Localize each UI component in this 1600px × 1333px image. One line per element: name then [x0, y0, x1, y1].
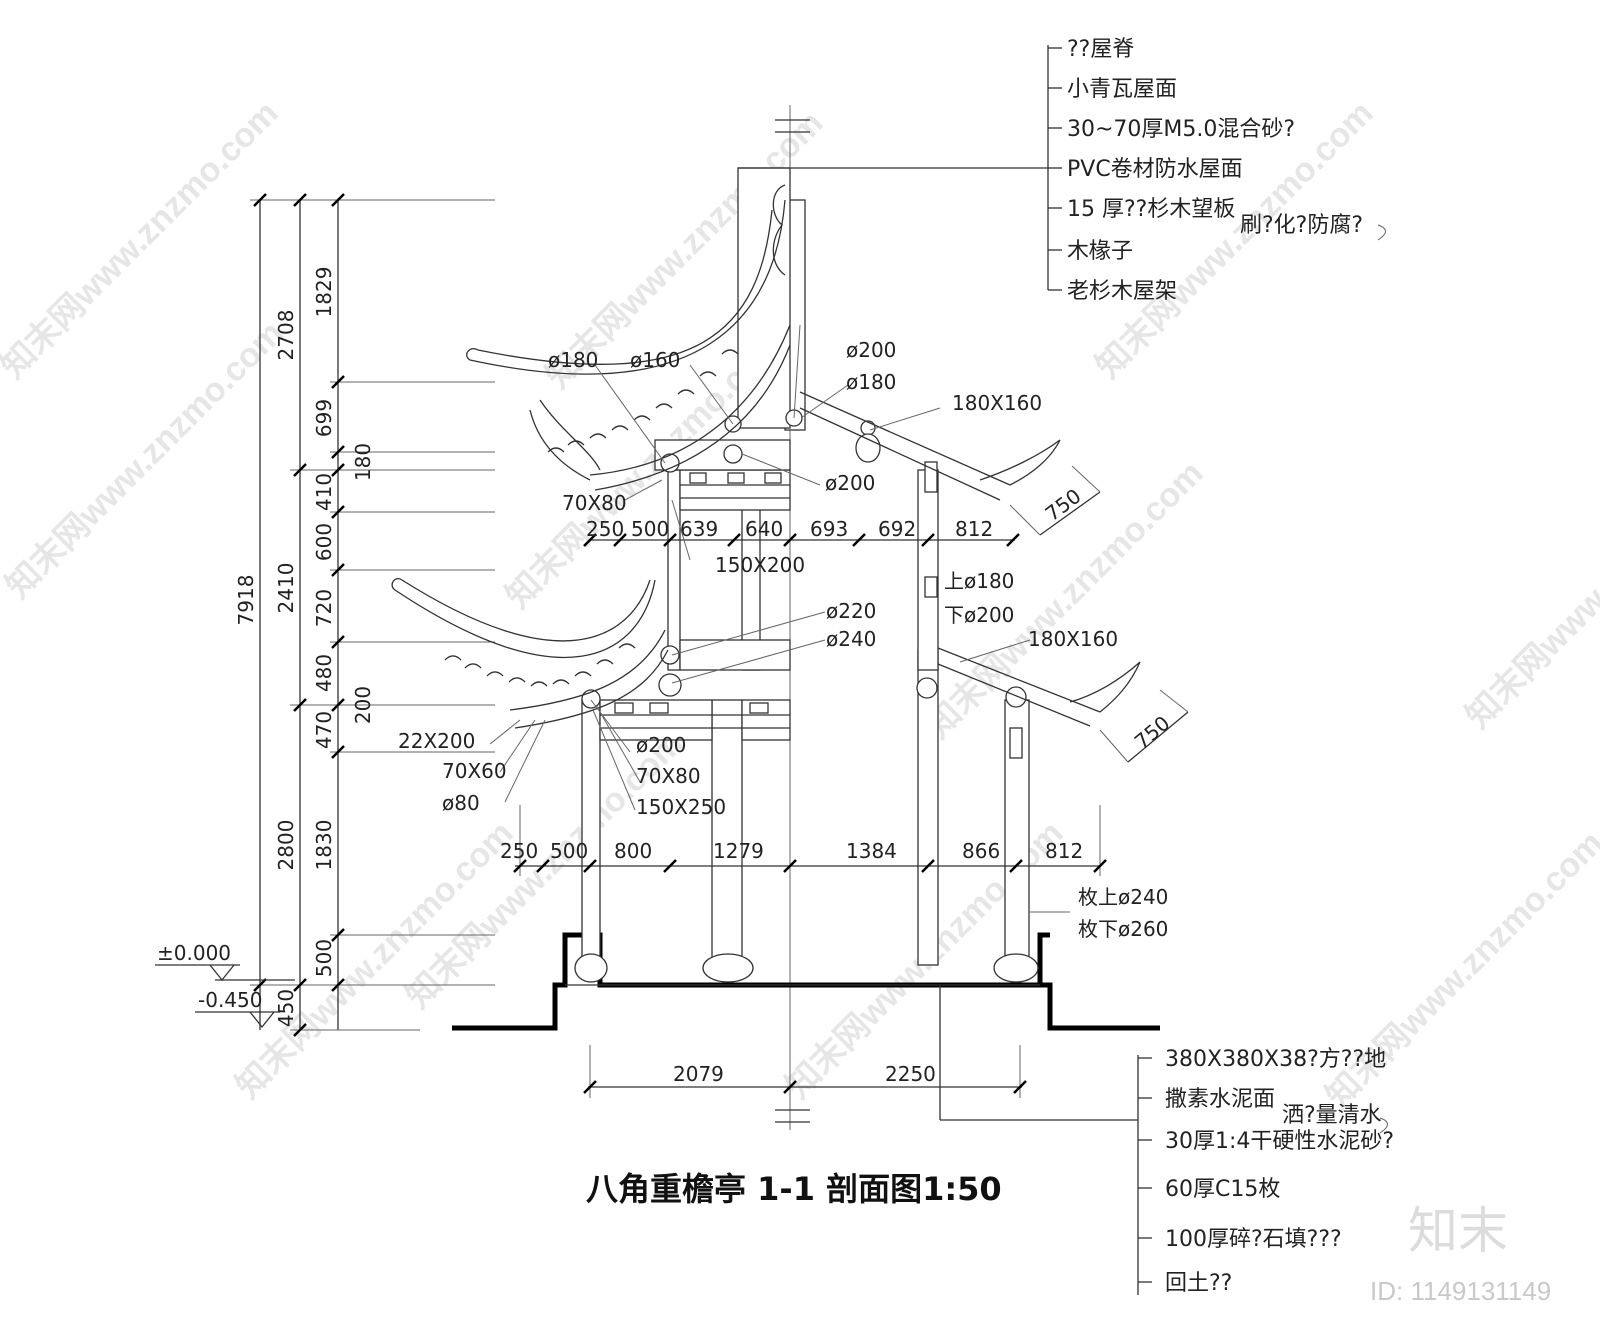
dim-h: 640: [745, 517, 783, 541]
floor-layer: 回土??: [1165, 1271, 1232, 1296]
dim-diag: 750: [1130, 711, 1175, 754]
dim-lower: 2800: [274, 820, 298, 871]
label-d240: ø240: [826, 627, 876, 651]
roof-layer: 30~70厚M5.0混合砂?: [1067, 117, 1295, 142]
dim-fine: 720: [312, 589, 336, 627]
dim-fine: 600: [312, 523, 336, 561]
member-labels: ø180 ø160 ø200 ø180 180X160 ø200 70X80 1…: [398, 324, 1168, 941]
label-base-top: 枚上ø240: [1078, 885, 1168, 909]
floor-layer: 30厚1:4干硬性水泥砂?: [1165, 1129, 1394, 1154]
label-base-bot: 枚下ø260: [1078, 917, 1168, 941]
roof-layer: 老杉木屋架: [1067, 279, 1177, 304]
label-70x60: 70X60: [442, 759, 507, 783]
label-70x80-lower: 70X80: [636, 764, 701, 788]
roof-layer: 15 厚??杉木望板: [1067, 197, 1235, 222]
roof-layer: 小青瓦屋面: [1067, 77, 1177, 102]
dim-diag: 750: [1041, 484, 1086, 526]
dim-middle: 2410: [274, 563, 298, 614]
label-upper-col: 上ø180: [944, 569, 1014, 593]
base-dims: 2079 2250: [583, 1045, 1027, 1098]
dim-h: 812: [1045, 839, 1083, 863]
dim-fine: 480: [312, 654, 336, 692]
label-d200-low: ø200: [636, 733, 686, 757]
dim-base: 2079: [673, 1062, 724, 1086]
dim-upper: 2708: [274, 310, 298, 361]
dim-h: 693: [810, 517, 848, 541]
floor-layer: 380X380X38?方??地: [1165, 1047, 1386, 1072]
dim-h: 692: [878, 517, 916, 541]
dim-fine: 1829: [312, 267, 336, 318]
label-d180-top: ø180: [548, 348, 598, 372]
dim-h: 812: [955, 517, 993, 541]
dim-total: 7918: [234, 575, 258, 626]
label-d220: ø220: [826, 599, 876, 623]
dim-h: 1279: [713, 839, 764, 863]
dim-fine: 699: [312, 399, 336, 437]
dim-h: 800: [614, 839, 652, 863]
label-180x160-upper: 180X160: [952, 391, 1042, 415]
label-d80: ø80: [442, 791, 480, 815]
roof-layer: PVC卷材防水屋面: [1067, 157, 1243, 182]
dim-fine: 200: [351, 686, 375, 724]
brand-id: ID: 1149131149: [1370, 1276, 1551, 1306]
roof-layer: ??屋脊: [1067, 37, 1134, 62]
dim-fine: 500: [312, 939, 336, 977]
floor-layer: 撒素水泥面: [1165, 1087, 1275, 1112]
platform-outline: [452, 932, 1160, 1031]
upper-horizontal-dims: 250 500 639 640 693 692 812: [583, 517, 1020, 547]
dim-fine: 410: [312, 473, 336, 511]
roof-layers-callout: ??屋脊 小青瓦屋面 30~70厚M5.0混合砂? PVC卷材防水屋面 15 厚…: [738, 37, 1386, 304]
level-zero: ±0.000: [157, 941, 231, 965]
label-180x160-lower: 180X160: [1028, 627, 1118, 651]
dim-h: 639: [680, 517, 718, 541]
floor-layer: 60厚C15枚: [1165, 1177, 1280, 1202]
brand-name: 知末: [1408, 1202, 1508, 1260]
label-150x200: 150X200: [715, 553, 805, 577]
dim-fine: 1830: [312, 820, 336, 871]
watermark: 知末网www.znzmo.com: [1459, 444, 1600, 736]
label-70x80-upper: 70X80: [562, 491, 627, 515]
dim-fine: 180: [351, 443, 375, 481]
label-150x250: 150X250: [636, 795, 726, 819]
label-d160: ø160: [630, 348, 680, 372]
brand-logo: 知末 ID: 1149131149: [1370, 1202, 1551, 1306]
label-22x200: 22X200: [398, 729, 475, 753]
dim-fine: 470: [312, 711, 336, 749]
roof-layer-note: 刷?化?防腐?: [1240, 213, 1363, 238]
dim-h: 500: [550, 839, 588, 863]
label-d180-right: ø180: [846, 370, 896, 394]
structure: [574, 167, 1039, 983]
level-minus: -0.450: [198, 988, 262, 1012]
lower-horizontal-dims: 250 500 800 1279 1384 866 812: [500, 805, 1107, 876]
dim-h: 250: [500, 839, 538, 863]
dim-h: 866: [962, 839, 1000, 863]
dim-h: 500: [631, 517, 669, 541]
vertical-dimensions: 7918 2708 2410 2800 1829 699 180 410 600…: [234, 193, 495, 1037]
label-d200-mid: ø200: [825, 471, 875, 495]
floor-layers-callout: 380X380X38?方??地 撒素水泥面 30厚1:4干硬性水泥砂? 60厚C…: [939, 985, 1394, 1296]
dim-base: 2250: [885, 1062, 936, 1086]
dim-base: 450: [274, 989, 298, 1027]
floor-layer-note: 洒?量清水: [1282, 1103, 1382, 1128]
roofs: [391, 184, 1141, 729]
level-markers: ±0.000 -0.450: [155, 941, 295, 1029]
dim-h: 1384: [846, 839, 897, 863]
drawing-title: 八角重檐亭 1-1 剖面图1:50: [586, 1170, 1002, 1208]
floor-layer: 100厚碎?石填???: [1165, 1227, 1342, 1252]
dim-h: 250: [586, 517, 624, 541]
label-lower-col: 下ø200: [944, 603, 1014, 627]
label-d200-top: ø200: [846, 338, 896, 362]
roof-layer: 木椽子: [1067, 239, 1133, 264]
